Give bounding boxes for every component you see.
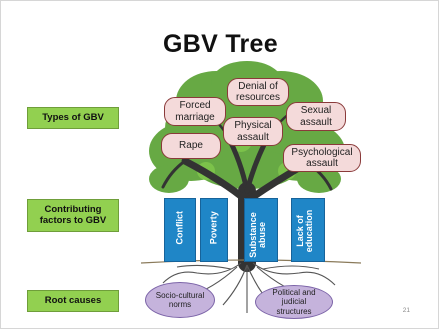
bubble-rape: Rape bbox=[161, 133, 221, 159]
root-cause-political-judicial-structures: Political and judicial structures bbox=[255, 285, 333, 319]
factor-label-poverty: Poverty bbox=[208, 211, 219, 245]
factor-bar-substance-abuse: Substance abuse bbox=[244, 198, 278, 262]
root-cause-socio-cultural-norms: Socio-cultural norms bbox=[145, 282, 215, 318]
factor-label-substance-abuse: Substance abuse bbox=[248, 212, 268, 258]
bubble-physical-assault: Physical assault bbox=[223, 117, 283, 146]
factor-bar-conflict: Conflict bbox=[164, 198, 196, 262]
factor-label-lack-of-education: Lack of education bbox=[295, 209, 315, 253]
root-causes-label: Root causes bbox=[27, 290, 119, 312]
bubble-denial-of-resources: Denial of resources bbox=[227, 78, 289, 106]
factor-label-conflict: Conflict bbox=[174, 210, 185, 245]
factor-bar-lack-of-education: Lack of education bbox=[291, 198, 325, 262]
bubble-psychological-assault: Psychological assault bbox=[283, 144, 361, 172]
page-number: 21 bbox=[402, 307, 410, 314]
factor-bar-poverty: Poverty bbox=[200, 198, 228, 262]
slide-title: GBV Tree bbox=[163, 30, 278, 58]
bubble-forced-marriage: Forced marriage bbox=[164, 97, 226, 126]
bubble-sexual-assault: Sexual assault bbox=[286, 102, 346, 131]
types-of-gbv-label: Types of GBV bbox=[27, 107, 119, 129]
contributing-factors-label: Contributing factors to GBV bbox=[27, 199, 119, 232]
